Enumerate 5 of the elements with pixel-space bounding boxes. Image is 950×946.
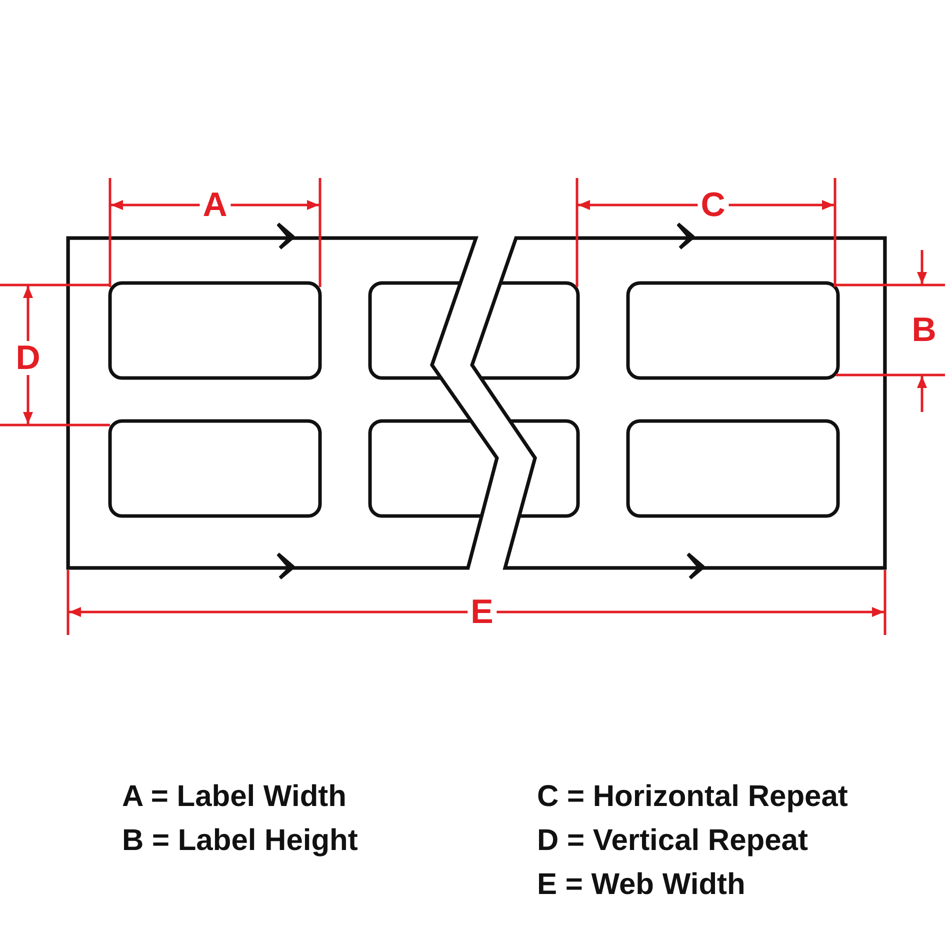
legend-text: B = Label Height: [122, 826, 358, 856]
legend-text: C = Horizontal Repeat: [537, 782, 848, 812]
legend-text: E = Web Width: [537, 870, 746, 900]
legend-text: D = Vertical Repeat: [537, 826, 808, 856]
legend-text: A = Label Width: [122, 782, 346, 812]
